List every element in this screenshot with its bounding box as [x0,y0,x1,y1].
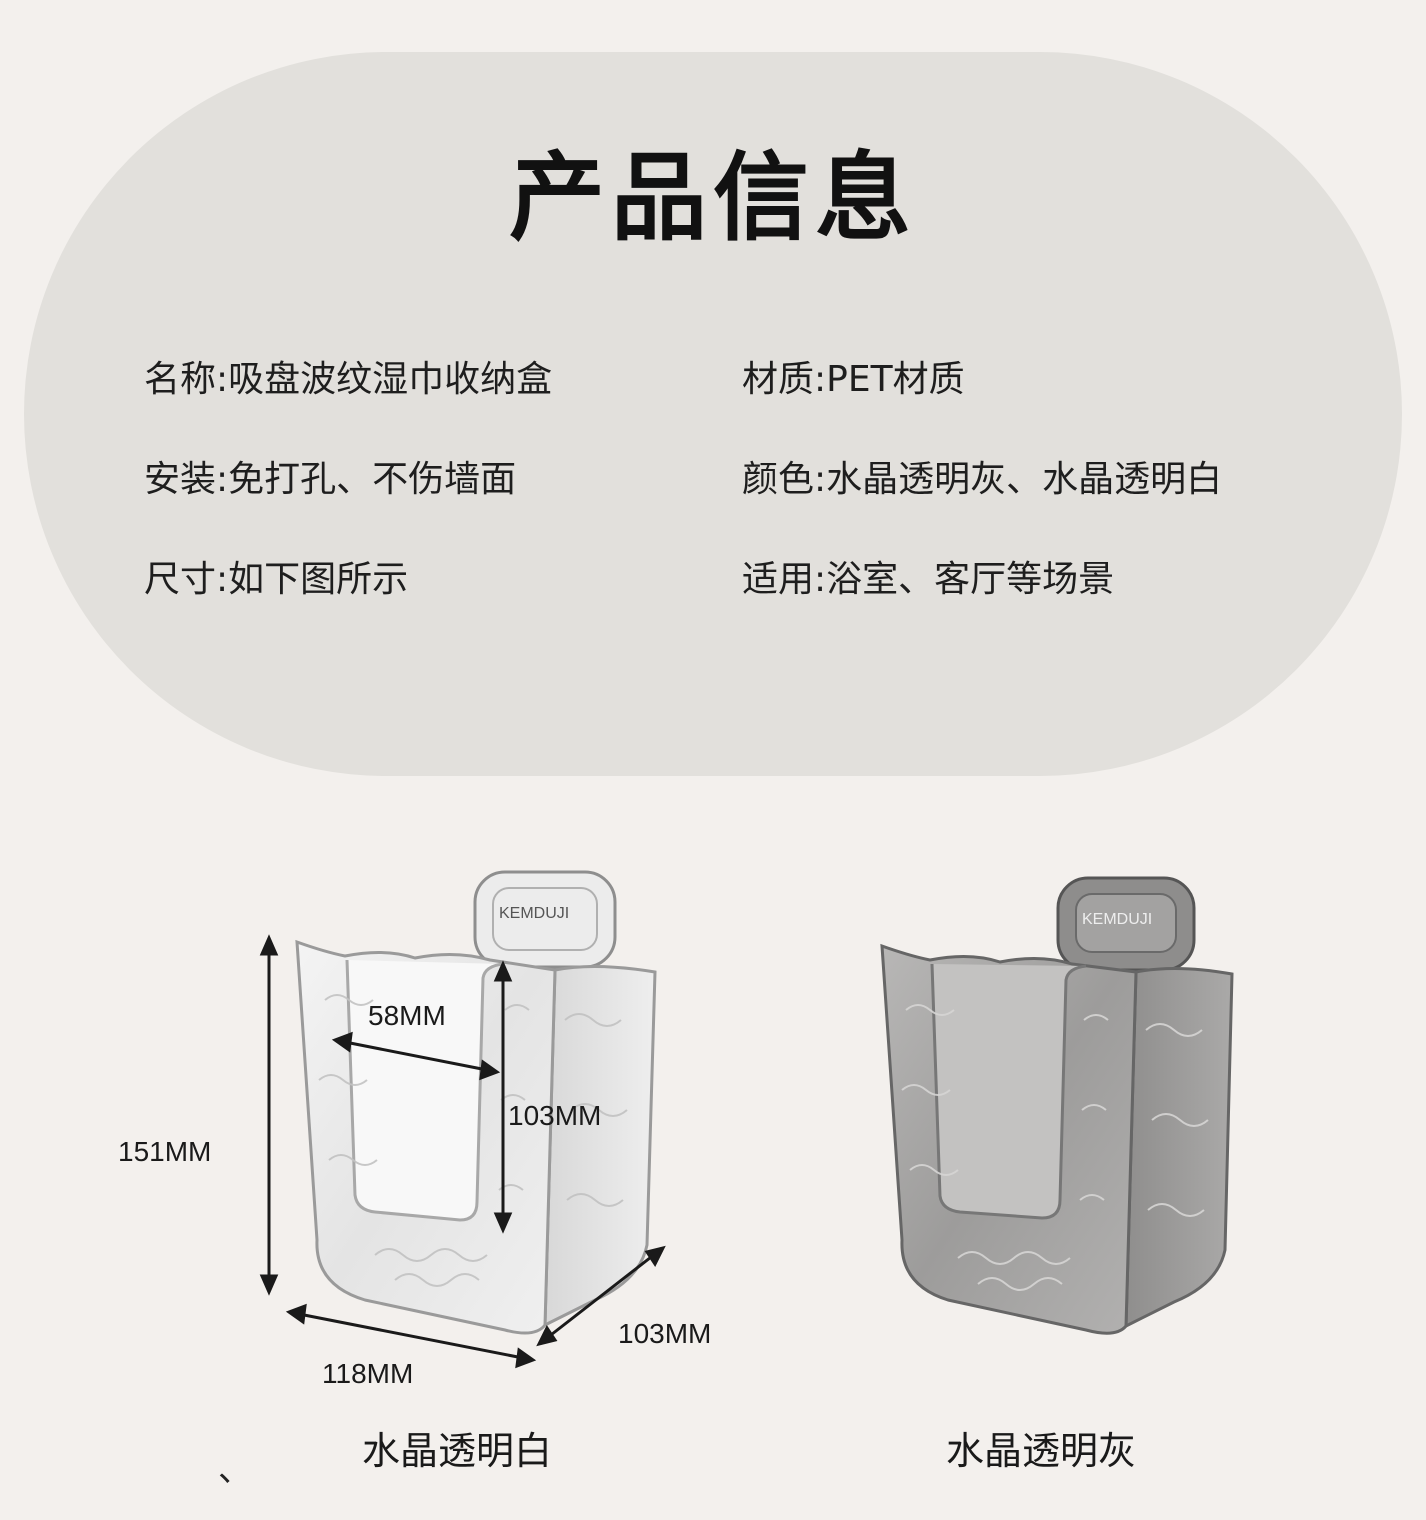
product-image-white: KEMDUJI [295,870,657,1335]
dim-width-label: 118MM [322,1358,414,1389]
info-card [24,52,1402,776]
spec-material: 材质:PET材质 [742,359,965,400]
brand-logo-gray: KEMDUJI [1082,911,1152,928]
dimension-arrows [259,934,666,1369]
dim-depth-label: 103MM [618,1318,712,1349]
spec-name: 名称:吸盘波纹湿巾收纳盒 [144,359,553,400]
variant-label-white: 水晶透明白 [362,1429,553,1473]
stray-punctuation: 、 [218,1450,252,1490]
product-image-gray: KEMDUJI [880,876,1234,1335]
variant-label-gray: 水晶透明灰 [946,1429,1137,1473]
dim-opening-width-label: 58MM [368,1000,446,1031]
spec-install: 安装:免打孔、不伤墙面 [144,459,517,500]
dim-opening-height-label: 103MM [508,1100,602,1131]
brand-logo-white: KEMDUJI [499,905,569,922]
page-title: 产品信息 [509,141,917,254]
dim-height-label: 151MM [118,1136,212,1167]
spec-size: 尺寸:如下图所示 [144,559,409,600]
spec-color: 颜色:水晶透明灰、水晶透明白 [742,459,1223,500]
spec-usage: 适用:浴室、客厅等场景 [742,559,1115,600]
